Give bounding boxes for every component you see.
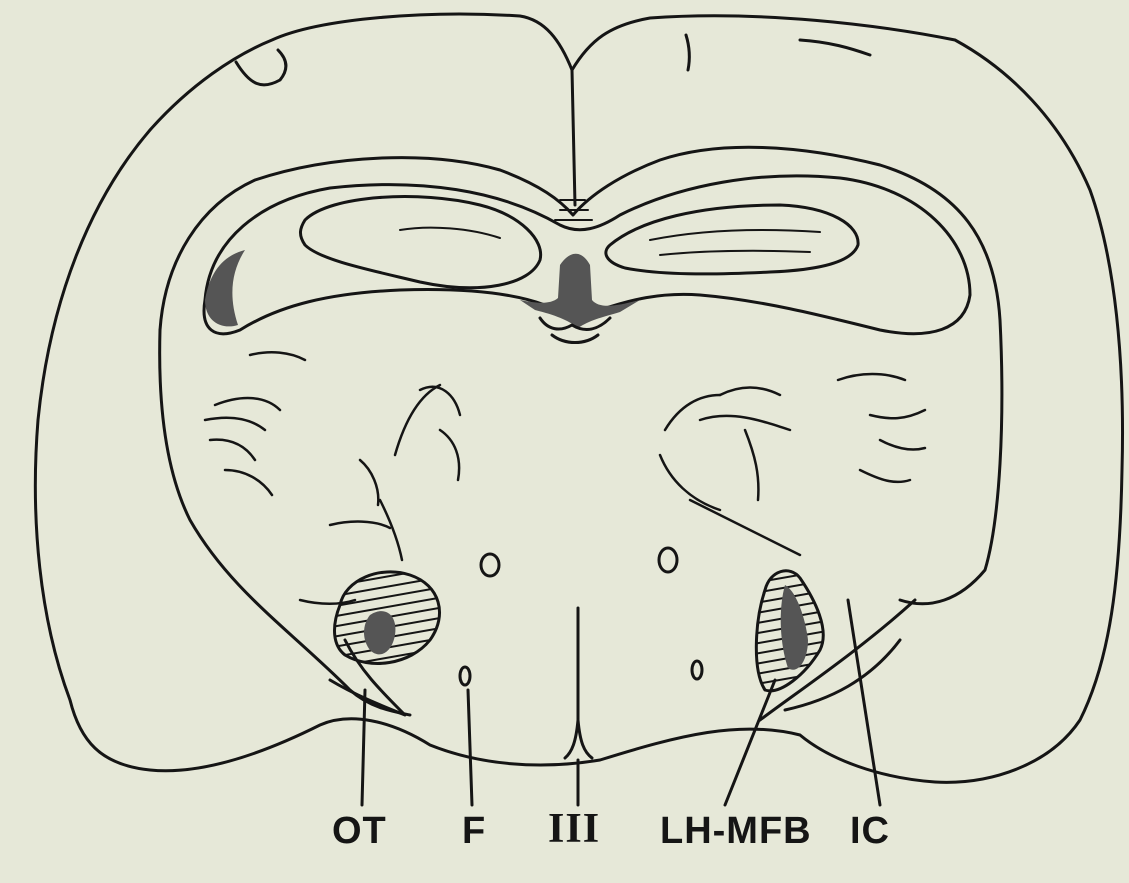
fornix-left-circle [481,554,499,576]
thalamus-left [360,385,460,560]
label-ic: IC [850,812,890,850]
mtt-left [460,667,470,685]
leader-ot [362,690,365,805]
leader-lh-mfb [725,680,775,805]
label-iii: III [548,808,600,850]
cortex-inner-boundary [160,147,1002,603]
fornix-right-circle [659,548,677,572]
leader-f [468,690,472,805]
thalamus-right [660,395,800,555]
lateral-ventricle-left [300,197,540,288]
midline-fissure [572,70,575,205]
outline-notch-right-2 [800,40,870,55]
third-ventricle-base [565,720,592,758]
corpus-callosum-left-fill [205,250,245,326]
leader-ic [848,600,880,805]
outline-notch-right [686,35,689,70]
fibers-right [720,374,925,482]
label-ot: OT [332,812,387,850]
fibers-left [205,352,390,603]
lateral-ventricle-right [606,205,858,274]
label-f: F [462,812,486,850]
mtt-right [692,661,702,679]
label-lh-mfb: LH-MFB [660,812,812,850]
